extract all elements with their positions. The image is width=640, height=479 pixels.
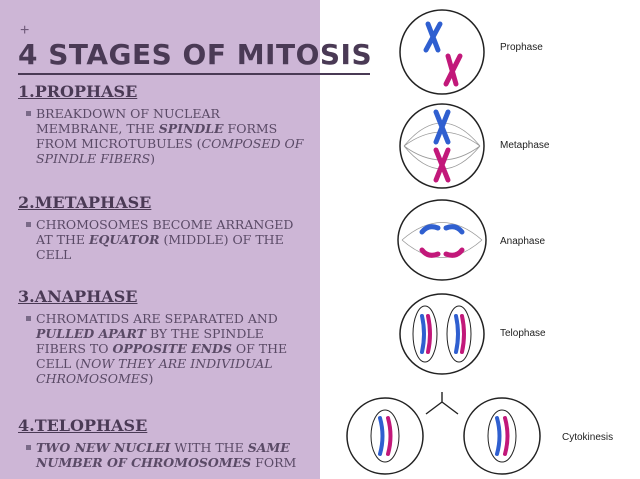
bullet-text-segment: SPINDLE [158, 121, 224, 136]
bullet-text-segment: NOW THEY ARE INDIVIDUAL [80, 356, 273, 371]
bullet-text-segment: FIBERS TO [36, 341, 113, 356]
bullet-text-segment: BREAKDOWN OF NUCLEAR [36, 106, 220, 121]
plus-icon: + [20, 22, 30, 39]
bullet-text-segment: OF THE [231, 341, 288, 356]
label-prophase: Prophase [500, 42, 543, 53]
page-title: 4 STAGES OF MITOSIS [18, 38, 373, 71]
bullet-text-segment: BY THE SPINDLE [145, 326, 264, 341]
bullet-text-segment: WITH THE [170, 440, 248, 455]
stage-heading-metaphase: 2.METAPHASE [18, 193, 152, 212]
stage-heading-anaphase: 3.ANAPHASE [18, 287, 138, 306]
bullet-text-segment: AT THE [36, 232, 89, 247]
bullet-text-segment: MEMBRANE, THE [36, 121, 159, 136]
stage-heading-telophase: 4.TELOPHASE [18, 416, 148, 435]
bullet-text-segment: (MIDDLE) OF THE [159, 232, 284, 247]
bullet-text-segment: FORM [251, 455, 297, 470]
label-cytokinesis: Cytokinesis [562, 432, 614, 443]
prophase-cell [399, 9, 485, 95]
bullet-text-segment: FROM MICROTUBULES ( [36, 136, 202, 151]
telophase-cell [399, 293, 485, 375]
bullet-text-segment: CHROMOSOMES [36, 371, 149, 386]
bullet-text-segment: EQUATOR [89, 232, 160, 247]
bullet-text-segment: TWO NEW NUCLEI [36, 440, 171, 455]
metaphase-cell [399, 103, 485, 189]
left-text-panel [0, 0, 320, 479]
anaphase-cell [397, 199, 487, 281]
bullet-text-segment: CHROMOSOMES BECOME ARRANGED [36, 217, 294, 232]
cytokinesis-split-arrow [425, 392, 459, 415]
bullet-text-segment: OPPOSITE ENDS [112, 341, 232, 356]
cytokinesis-cell-right [463, 397, 541, 475]
bullet-text-segment: CHROMATIDS ARE SEPARATED AND [36, 311, 278, 326]
stage-heading-prophase: 1.PROPHASE [18, 82, 138, 101]
label-telophase: Telophase [500, 328, 546, 339]
bullet-text-segment: NUMBER OF CHROMOSOMES [36, 455, 252, 470]
title-underline [18, 73, 370, 75]
mitosis-diagram [346, 9, 541, 475]
bullet-text-segment: ) [148, 371, 154, 386]
bullet-text-segment: PULLED APART [36, 326, 146, 341]
bullet-text-segment: SPINDLE FIBERS [36, 151, 151, 166]
bullet-text-segment: CELL [36, 247, 72, 262]
bullet-text-segment: SAME [247, 440, 290, 455]
bullet-text-segment: ) [150, 151, 156, 166]
bullet-text-segment: CELL ( [36, 356, 81, 371]
cytokinesis-cell-left [346, 397, 424, 475]
label-metaphase: Metaphase [500, 140, 550, 151]
label-anaphase: Anaphase [500, 236, 546, 247]
bullet-text-segment: COMPOSED OF [201, 136, 304, 151]
bullet-text-segment: FORMS [223, 121, 278, 136]
